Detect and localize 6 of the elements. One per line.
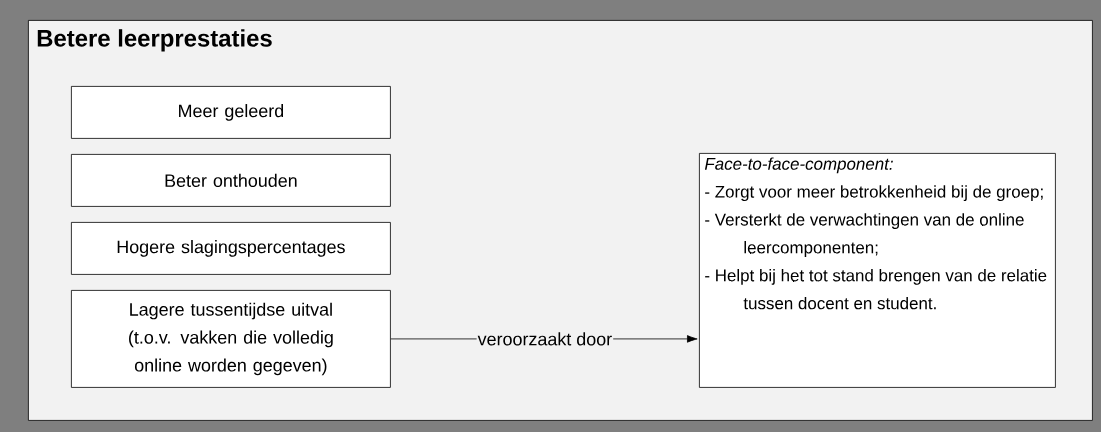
text-box: Beter onthouden	[71, 154, 391, 207]
edge-label: veroorzaakt door	[477, 332, 612, 346]
text-box: Meer geleerd	[71, 86, 391, 139]
text-box: Hogere slagingspercentages	[71, 222, 391, 275]
note-box: Face-to-face-component: - Zorgt voor meer betrokkenheid bij de groep; - Versterkt de verwachtingen van de online leercomponenten; - Helpt bij het tot stand brengen van de relatie tussen docent en student.	[699, 153, 1056, 388]
text-box: Lagere tussentijdse uitval (t.o.v. vakken die volledig online worden gegeven)	[71, 290, 391, 388]
